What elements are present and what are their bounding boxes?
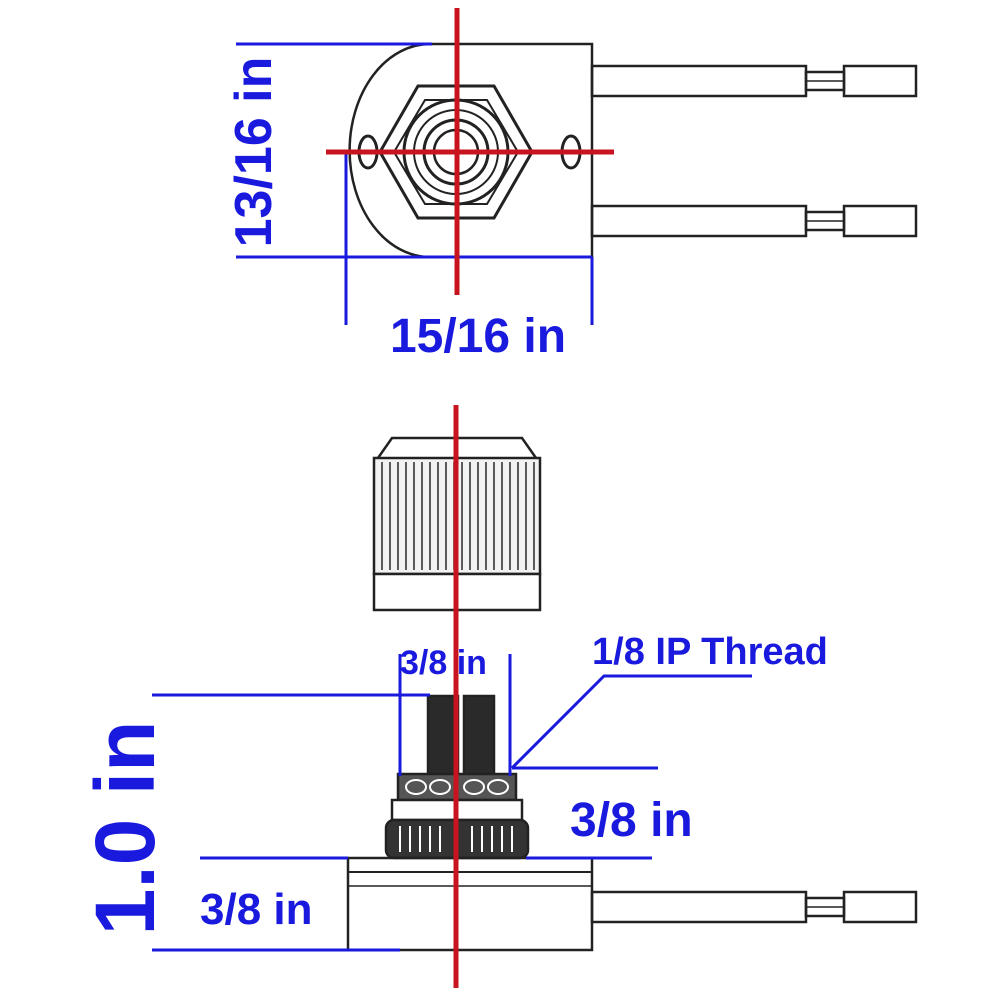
upper-wire: [590, 64, 808, 98]
overall-height-label: 1.0 in: [78, 721, 172, 936]
side-view: [346, 436, 918, 952]
top-dimension-lines: [236, 42, 594, 325]
top-housing: [348, 42, 594, 259]
body-height-label: 3/8 in: [200, 885, 313, 934]
side-wire: [590, 890, 808, 924]
bushing-height-label: 3/8 in: [570, 794, 693, 847]
stem-width-label: 3/8 in: [400, 644, 487, 682]
top-centerlines: [326, 8, 614, 295]
lower-wire-terminal: [842, 204, 918, 238]
knob-knurling: [381, 462, 535, 570]
thread-label: 1/8 IP Thread: [592, 631, 828, 673]
side-dimension-lines: [152, 654, 752, 952]
top-height-label: 13/16 in: [225, 57, 283, 248]
actuator-stem-right: [462, 694, 496, 776]
lower-wire: [590, 204, 808, 238]
side-wire-terminal: [842, 890, 918, 924]
top-width-label: 15/16 in: [390, 310, 566, 363]
upper-wire-terminal: [842, 64, 918, 98]
